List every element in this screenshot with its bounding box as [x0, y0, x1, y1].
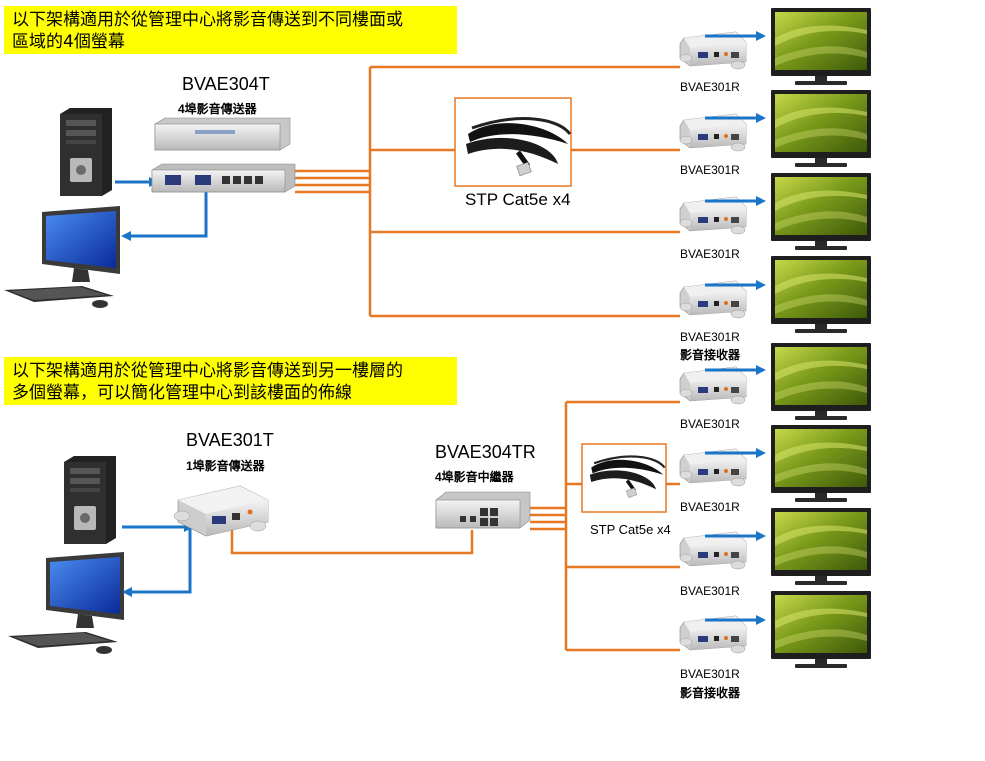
- monitor-icon: [771, 425, 871, 502]
- bottom-note-line-1: 以下架構適用於從管理中心將影音傳送到另一樓層的: [12, 361, 403, 381]
- bottom-receiver-2: [679, 448, 747, 487]
- bottom-receiver-1: [679, 366, 747, 405]
- bvae304t-desc-label: 4埠影音傳送器: [178, 102, 257, 116]
- bvae304tr-model-label: BVAE304TR: [435, 442, 536, 462]
- pc-monitor-icon: [8, 552, 124, 654]
- monitor-icon: [771, 256, 871, 333]
- bottom-receiver-4: [679, 615, 747, 654]
- bvae304tr-device: [435, 491, 531, 529]
- top-receiver-3-label: BVAE301R: [680, 247, 740, 261]
- bottom-receiver-4-label: BVAE301R: [680, 667, 740, 681]
- top-receiver-1-label: BVAE301R: [680, 80, 740, 94]
- monitor-icon: [771, 173, 871, 250]
- top-note-line-2: 區域的4個螢幕: [12, 32, 125, 52]
- top-receiver-arrows: [705, 31, 766, 290]
- top-note-line-1: 以下架構適用於從管理中心將影音傳送到不同樓面或: [12, 10, 403, 30]
- bvae304t-device: [151, 117, 296, 193]
- top-note: 以下架構適用於從管理中心將影音傳送到不同樓面或 區域的4個螢幕: [4, 6, 457, 54]
- monitor-icon: [771, 8, 871, 85]
- top-monitors: [771, 8, 871, 333]
- bottom-receiver-3-label: BVAE301R: [680, 584, 740, 598]
- bvae304t-model-label: BVAE304T: [182, 74, 270, 94]
- local-out-arrow: [121, 190, 208, 241]
- monitor-icon: [771, 508, 871, 585]
- bottom-cable-label: STP Cat5e x4: [590, 522, 671, 537]
- bvae301t-device: [173, 485, 269, 537]
- bvae301t-desc-label: 1埠影音傳送器: [186, 459, 265, 473]
- pc-tower-icon: [64, 456, 116, 544]
- bottom-receiver-arrows: [705, 365, 766, 625]
- bottom-receiver-1-label: BVAE301R: [680, 417, 740, 431]
- pc-monitor-icon: [4, 206, 120, 308]
- bottom-monitors: [771, 343, 871, 668]
- top-receiver-4-label: BVAE301R: [680, 330, 740, 344]
- pc-tower-icon: [60, 108, 112, 196]
- top-receiver-4: [679, 280, 747, 319]
- bvae304tr-desc-label: 4埠影音中繼器: [435, 470, 514, 484]
- monitor-icon: [771, 591, 871, 668]
- monitor-icon: [771, 90, 871, 167]
- bottom-orange-cabling: [230, 400, 680, 652]
- bottom-receiver-desc-label: 影音接收器: [680, 686, 741, 700]
- bottom-note-line-2: 多個螢幕，可以簡化管理中心到該樓面的佈線: [12, 383, 352, 403]
- top-receiver-2-label: BVAE301R: [680, 163, 740, 177]
- bvae301t-model-label: BVAE301T: [186, 430, 274, 450]
- top-receiver-1: [679, 31, 747, 70]
- top-receiver-2: [679, 113, 747, 152]
- bottom-note: 以下架構適用於從管理中心將影音傳送到另一樓層的 多個螢幕，可以簡化管理中心到該樓…: [4, 357, 457, 405]
- top-receiver-3: [679, 196, 747, 235]
- monitor-icon: [771, 343, 871, 420]
- top-receiver-desc-label: 影音接收器: [680, 348, 741, 362]
- bottom-receiver-3: [679, 531, 747, 570]
- bottom-receiver-2-label: BVAE301R: [680, 500, 740, 514]
- top-cable-label: STP Cat5e x4: [465, 190, 571, 209]
- local-out-arrow: [122, 512, 192, 597]
